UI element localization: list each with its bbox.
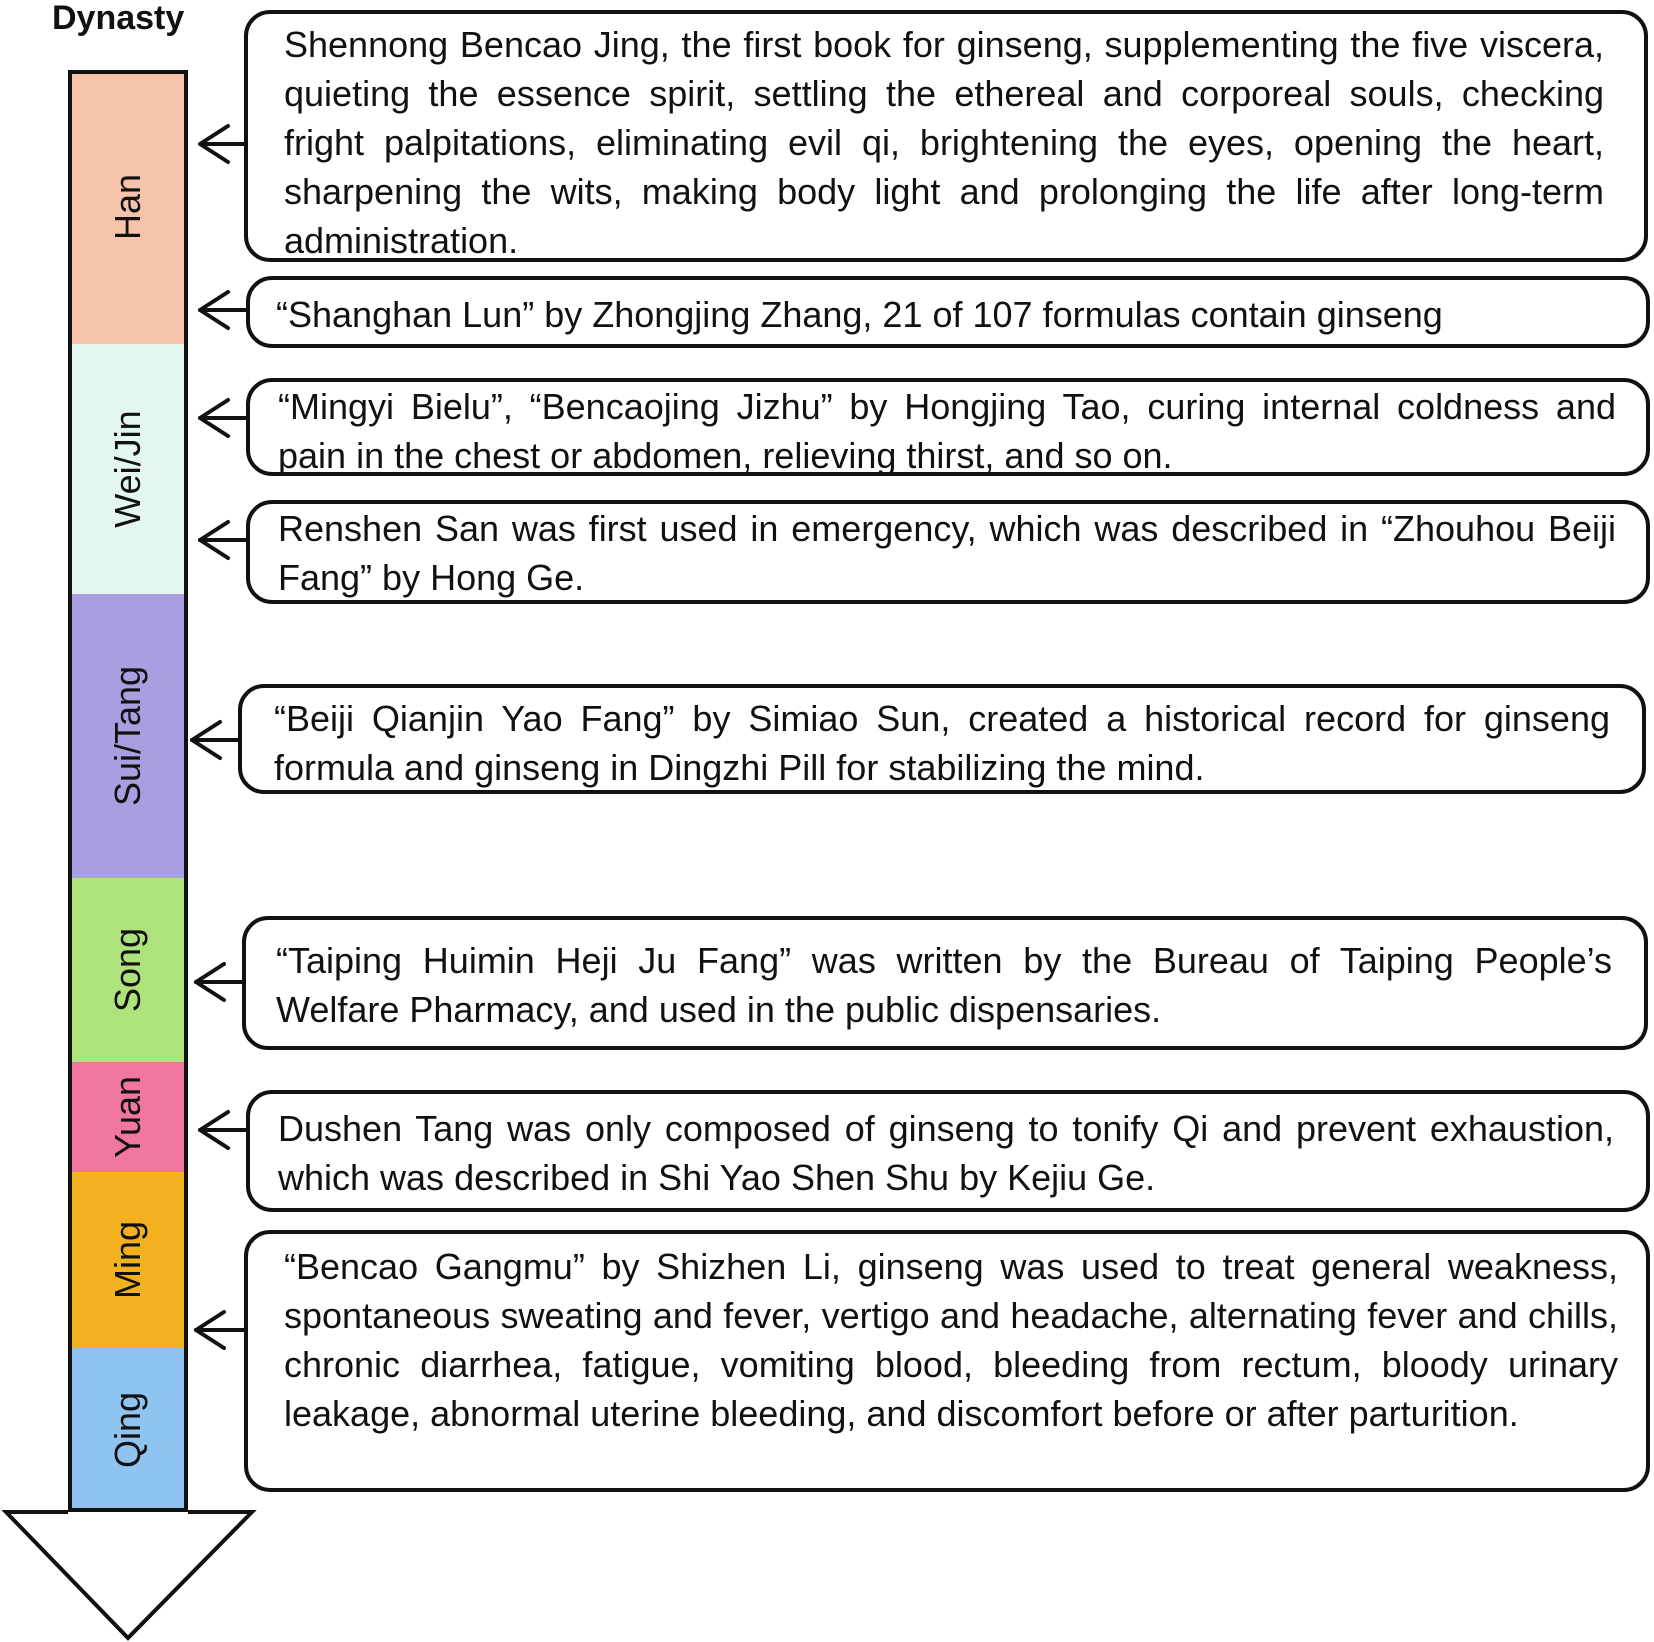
- segment-sui-tang: Sui/Tang: [68, 594, 188, 878]
- arrow-left-icon: [198, 124, 246, 164]
- event-box-song: “Taiping Huimin Heji Ju Fang” was writte…: [242, 916, 1648, 1050]
- segment-song: Song: [68, 878, 188, 1062]
- event-box-sui-tang: “Beiji Qianjin Yao Fang” by Simiao Sun, …: [238, 684, 1646, 794]
- segment-han: Han: [68, 70, 188, 344]
- arrow-left-icon: [198, 520, 248, 560]
- segment-yuan: Yuan: [68, 1062, 188, 1172]
- event-box-han-1: Shennong Bencao Jing, the first book for…: [244, 10, 1648, 262]
- event-text: Shennong Bencao Jing, the first book for…: [284, 24, 1604, 261]
- timeline-arrowhead-down-icon: [1, 1510, 257, 1641]
- event-text: “Mingyi Bielu”, “Bencaojing Jizhu” by Ho…: [278, 386, 1616, 476]
- event-text: Dushen Tang was only composed of ginseng…: [278, 1108, 1614, 1198]
- event-text: “Taiping Huimin Heji Ju Fang” was writte…: [276, 940, 1612, 1030]
- diagram-title: Dynasty: [52, 0, 185, 37]
- event-text: “Beiji Qianjin Yao Fang” by Simiao Sun, …: [274, 698, 1610, 788]
- arrow-left-icon: [190, 720, 240, 760]
- event-box-wei-jin-2: Renshen San was first used in emergency,…: [246, 500, 1650, 604]
- arrow-left-icon: [198, 1110, 248, 1150]
- event-text: “Shanghan Lun” by Zhongjing Zhang, 21 of…: [276, 294, 1443, 335]
- segment-wei-jin: Wei/Jin: [68, 344, 188, 594]
- event-box-han-2: “Shanghan Lun” by Zhongjing Zhang, 21 of…: [246, 276, 1650, 348]
- event-box-wei-jin-1: “Mingyi Bielu”, “Bencaojing Jizhu” by Ho…: [246, 378, 1650, 476]
- event-box-ming-qing: “Bencao Gangmu” by Shizhen Li, ginseng w…: [244, 1230, 1650, 1492]
- event-text: “Bencao Gangmu” by Shizhen Li, ginseng w…: [284, 1246, 1618, 1434]
- arrow-left-icon: [198, 398, 248, 438]
- segment-ming: Ming: [68, 1172, 188, 1348]
- arrow-left-icon: [194, 962, 244, 1002]
- arrow-left-icon: [198, 290, 248, 330]
- event-text: Renshen San was first used in emergency,…: [278, 508, 1616, 598]
- event-box-yuan: Dushen Tang was only composed of ginseng…: [246, 1090, 1650, 1212]
- arrow-left-icon: [194, 1310, 246, 1350]
- segment-qing: Qing: [68, 1348, 188, 1512]
